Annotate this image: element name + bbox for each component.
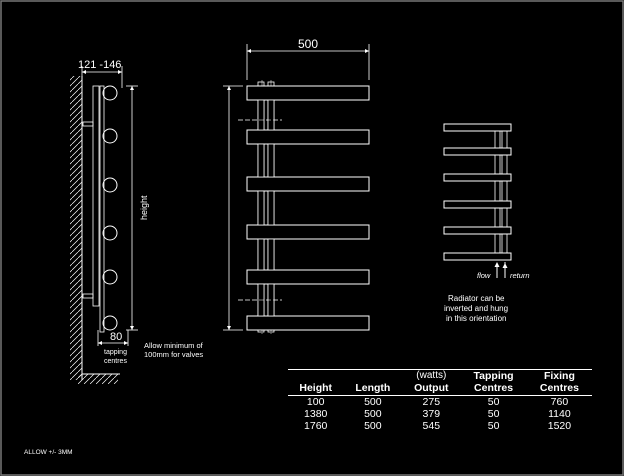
flow-label: flow (477, 271, 491, 280)
cell-height: 1760 (304, 420, 328, 432)
bar-end (102, 269, 118, 285)
cell-fixing: 1140 (548, 408, 571, 420)
orientation-note: Radiator can be (448, 294, 505, 303)
cell-output: 275 (422, 396, 441, 408)
wall-bracket-bottom (82, 293, 94, 299)
bar-end (102, 315, 118, 331)
front-post (99, 85, 105, 333)
bar-end (102, 85, 118, 101)
table-row: 100 500 275 50 760 (288, 396, 592, 409)
header-height: Height (299, 382, 333, 394)
bar-end (102, 128, 118, 144)
cell-length: 500 (364, 396, 382, 408)
small-bar (443, 123, 512, 132)
cell-output: 545 (422, 420, 441, 432)
tapping-label: tapping (104, 349, 127, 356)
projection-label: 121 -146 (78, 59, 121, 71)
return-label: return (510, 271, 530, 280)
cell-length: 500 (364, 408, 382, 420)
towel-bar (246, 315, 370, 331)
valve-allowance-note: 100mm for valves (144, 350, 203, 359)
small-bar (443, 226, 512, 235)
cell-tapping: 50 (487, 396, 500, 408)
rear-post (92, 85, 100, 307)
floor-hatch (78, 374, 118, 384)
towel-bar (246, 269, 370, 285)
small-post (494, 123, 501, 261)
cell-tapping: 50 (487, 408, 500, 420)
inverted-view: flow return Radiator can be inverted and… (443, 123, 530, 323)
table-row: 1760 500 545 50 1520 (288, 420, 592, 432)
wall-bracket-top (82, 121, 94, 127)
small-bar (443, 147, 512, 156)
valve-allowance-note: Allow minimum of (144, 341, 204, 350)
cell-height: 1380 (304, 408, 328, 420)
towel-bar (246, 224, 370, 240)
height-label: height (139, 195, 149, 220)
cell-tapping: 50 (487, 420, 500, 432)
small-bar (443, 200, 512, 209)
front-view: 500 (223, 37, 370, 334)
tapping-value: 80 (110, 331, 122, 343)
width-label: 500 (298, 37, 318, 51)
small-bar (443, 252, 512, 261)
bar-end (102, 225, 118, 241)
towel-bar (246, 176, 370, 192)
header-length: Length (355, 382, 391, 394)
tolerance-note: ALLOW +/- 3MM (24, 449, 73, 456)
orientation-note: in this orientation (446, 314, 506, 323)
header-output: (watts)Output (414, 370, 449, 394)
wall-hatch (70, 76, 82, 380)
orientation-note: inverted and hung (444, 304, 508, 313)
cell-fixing: 1520 (547, 420, 572, 432)
small-post (501, 123, 508, 261)
tapping-label: centres (104, 358, 127, 365)
cell-output: 379 (422, 408, 441, 420)
small-bar (443, 173, 512, 182)
cell-length: 500 (364, 420, 382, 432)
towel-bar (246, 85, 370, 101)
table-row: 1380 500 379 50 1140 (288, 408, 592, 420)
cell-height: 100 (306, 396, 325, 408)
towel-bar (246, 129, 370, 145)
bar-end (102, 177, 118, 193)
cell-fixing: 760 (550, 396, 569, 408)
side-view: 121 -146 height 80 tapping centres Allow… (70, 59, 204, 384)
